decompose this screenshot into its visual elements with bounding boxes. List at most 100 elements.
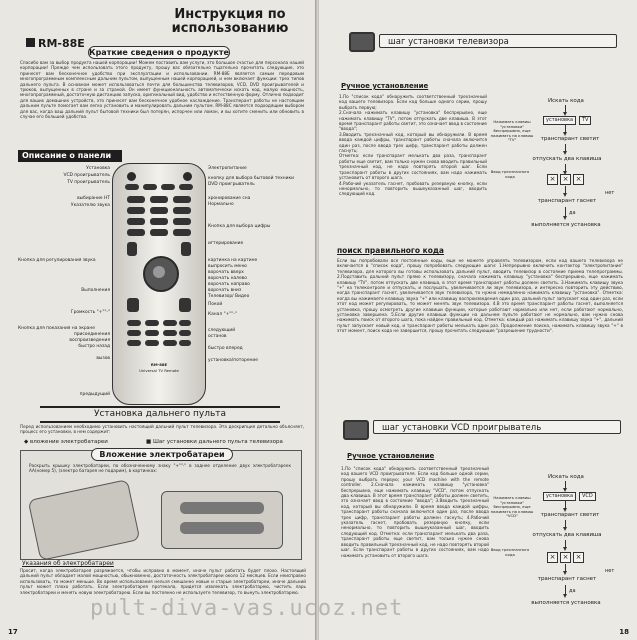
- label-device-select: кнопку для выбора бытовой техники: [208, 176, 294, 181]
- label-rewind: быстро назад: [78, 344, 110, 349]
- playback-button-icon: [127, 340, 141, 346]
- page-title: Инструкция по использованию: [171, 7, 289, 36]
- flow-arrow: [563, 585, 567, 598]
- install-point-text: Шаг установки дальнего пульта телевизора: [152, 439, 283, 445]
- flow-side-note: Нажимать клавиш "установка" беспрерывно,…: [490, 119, 534, 143]
- label-power: Электропитание: [208, 166, 247, 171]
- label-ffwd: быстро вперед: [208, 346, 243, 351]
- power-button-icon: [127, 172, 136, 181]
- manual-step: 2.Сначала нажимать клавишу "установка" б…: [339, 110, 487, 132]
- flow-done: выполняется установка: [531, 600, 601, 606]
- label-osd: Кнопка для показания на экране: [18, 326, 95, 331]
- label-vcd: VCD проигрыватель: [63, 173, 110, 178]
- book-spine: [315, 0, 320, 640]
- flow-off: транспарант гаснет: [537, 576, 597, 582]
- digit-button-icon: [150, 207, 168, 214]
- vcd-flowchart: Искать кода Нажимать клавиш "установка" …: [487, 472, 637, 622]
- remote-back-image: [27, 479, 141, 561]
- square-bullet-icon: [26, 38, 35, 47]
- label-previous: предыдущий: [79, 392, 110, 397]
- label-repeat: установка/поторение: [208, 358, 258, 363]
- flow-arrow: [563, 125, 567, 136]
- battery-icon: [180, 522, 264, 534]
- playback-button-icon: [163, 320, 177, 326]
- channel-button-icon: [181, 242, 191, 256]
- code-digit-box: ×: [573, 552, 584, 563]
- vcd-setup-header: шаг установки VCD проигрыватель: [373, 420, 621, 434]
- navigation-ring-icon: [143, 256, 179, 292]
- watermark: pult-diva-vas.ucoz.net: [90, 596, 404, 621]
- code-digit-box: ×: [573, 174, 584, 185]
- tv-flowchart: Искать кода Нажимать клавиш "установка" …: [487, 90, 637, 250]
- flow-off: транспарант гаснет: [537, 198, 597, 204]
- label-left: ворочать налево: [208, 276, 247, 281]
- flow-side-note: Ввод трехзначного кода: [490, 169, 530, 179]
- digit-button-icon: [173, 196, 191, 203]
- channel-button-icon: [179, 298, 191, 312]
- flow-tv-box: TV: [579, 116, 592, 125]
- flow-side-note: Ввод трехзначного кода: [490, 547, 530, 557]
- label-pip: картинка на картине: [208, 258, 258, 263]
- digit-button-icon: [127, 218, 145, 225]
- digit-button-icon: [127, 229, 145, 236]
- playback-button-icon: [163, 340, 177, 346]
- label-digits: Кнопка для выбора цифры: [208, 224, 271, 229]
- label-standby: Покой: [208, 302, 223, 307]
- code-digit-box: ×: [547, 174, 558, 185]
- label-down: ворочать вниз: [208, 288, 242, 293]
- install-intro: Перед использованием необходимо установи…: [20, 424, 304, 435]
- device-button-icon: [143, 184, 157, 190]
- digit-button-icon: [150, 229, 168, 236]
- right-page: шаг установки телевизора Ручное установл…: [319, 0, 637, 640]
- vcd-steps: 1.По "список кода" обнаружить соответств…: [341, 466, 489, 558]
- digit-button-icon: [173, 218, 191, 225]
- install-point-text: вложение электробатареи: [29, 439, 108, 445]
- flow-arrow: [563, 207, 567, 220]
- remote-brand-label: Universal TV Remote: [139, 368, 179, 373]
- battery-compartment-image: [161, 491, 283, 549]
- page-number-right: 18: [619, 628, 629, 636]
- playback-button-icon: [145, 330, 159, 336]
- flow-search: Искать кода: [548, 98, 584, 104]
- tv-setup-header: шаг установки телевизора: [379, 34, 617, 48]
- flow-arrow: [563, 564, 567, 575]
- model-name: RM-88E: [38, 37, 85, 50]
- label-up: ворочать вверх: [208, 270, 244, 275]
- flow-arrow: [563, 186, 567, 197]
- flow-yes: да: [569, 588, 576, 594]
- code-digit-box: ×: [560, 174, 571, 185]
- battery-notes: Просит, когда электробатарея разряжается…: [20, 568, 306, 595]
- label-channel: Канал "+""-": [208, 312, 237, 317]
- battery-box: Вложение электробатареи Раскрыть крышку …: [20, 448, 302, 561]
- battery-text: Раскрыть крышку электробатареи, по обозн…: [29, 463, 291, 474]
- volume-button-icon: [127, 242, 137, 256]
- label-normal: Нормально: [208, 202, 234, 207]
- search-header: поиск правильного кода: [337, 246, 444, 255]
- volume-button-icon: [127, 298, 139, 312]
- ok-button-icon: [153, 266, 165, 278]
- flow-release: отпускать два клавиша: [532, 532, 602, 538]
- label-tv-video: Телевизор/ Видео: [208, 294, 250, 299]
- flow-setup-box: установка: [543, 116, 577, 125]
- label-iterate: игтерирование: [208, 241, 244, 246]
- manual-step: 1.По "список кода" обнаружить соответств…: [339, 94, 487, 110]
- label-stop: останов: [208, 334, 227, 339]
- device-button-icon: [161, 184, 175, 190]
- label-sound: Указателю звука: [70, 203, 110, 208]
- battery-icon: [180, 502, 264, 514]
- digit-button-icon: [150, 196, 168, 203]
- flow-arrow: [563, 105, 567, 116]
- install-point-battery: ◆ вложение электробатареи: [24, 439, 108, 445]
- battery-header: Вложение электробатареи: [91, 448, 233, 461]
- playback-button-icon: [179, 340, 191, 346]
- label-right: ворочать направо: [208, 282, 250, 287]
- vcd-manual-header: Ручное установление: [347, 452, 435, 460]
- flow-no: нет: [605, 568, 615, 574]
- label-execute: Выполнения: [81, 288, 110, 293]
- manual-step: 4.Рабочий указатель гаснет, пробовать ре…: [339, 180, 487, 197]
- label-sleep: хронирование сна: [208, 196, 251, 201]
- label-call: вызов: [96, 356, 110, 361]
- playback-button-icon: [145, 320, 159, 326]
- playback-button-icon: [145, 340, 159, 346]
- playback-button-icon: [179, 330, 191, 336]
